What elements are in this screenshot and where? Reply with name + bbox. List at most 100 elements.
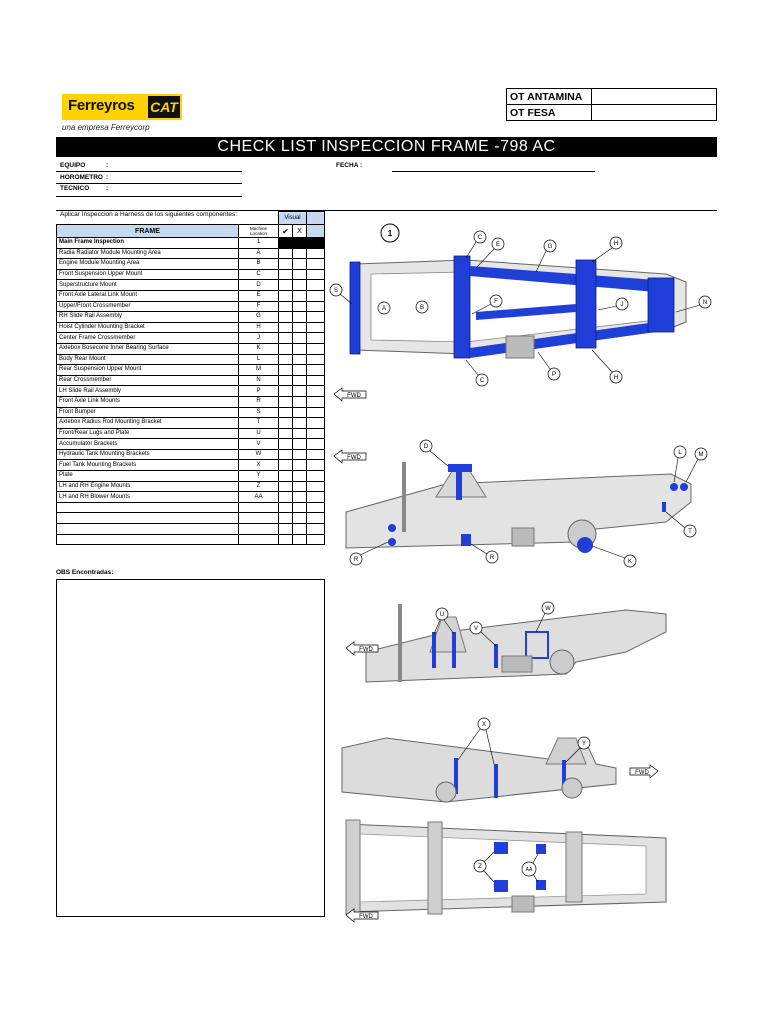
fail-checkbox[interactable] [291,247,308,260]
fail-checkbox[interactable] [291,279,308,291]
svg-text:P: P [552,372,556,378]
ok-checkbox[interactable] [278,491,293,503]
fail-checkbox[interactable] [291,448,308,461]
ok-checkbox[interactable] [278,523,293,535]
extra-cell [306,406,326,419]
fail-checkbox[interactable] [291,470,308,482]
fail-checkbox[interactable] [291,459,308,472]
fail-checkbox[interactable] [291,491,308,503]
ok-checkbox[interactable] [278,247,293,260]
ok-checkbox[interactable] [278,448,293,461]
fail-checkbox[interactable] [291,512,308,525]
fail-checkbox[interactable] [291,533,308,546]
ok-checkbox[interactable] [278,353,293,366]
svg-text:U: U [440,612,444,618]
tecnico-field[interactable] [56,196,242,197]
component-name: LH and RH Blower Mounts [56,491,239,503]
equipo-field[interactable] [56,171,242,172]
view5-callouts: Z AA [473,851,539,883]
machine-location [238,533,279,546]
fail-checkbox[interactable] [291,237,308,249]
svg-text:FWD: FWD [359,647,373,653]
fail-checkbox[interactable] [291,300,308,313]
machine-location: E [238,289,279,302]
ok-checkbox[interactable] [278,342,293,355]
equipo-label: EQUIPO [60,162,86,169]
ok-checkbox[interactable] [278,321,293,334]
ok-checkbox[interactable] [278,406,293,419]
view4-callouts: X Y [457,717,591,765]
ok-checkbox[interactable] [278,300,293,313]
fail-checkbox[interactable] [291,385,308,397]
machine-location: A [238,247,279,260]
fail-checkbox[interactable] [291,438,308,450]
ok-checkbox[interactable] [278,459,293,472]
svg-text:FWD: FWD [347,455,361,461]
fail-checkbox[interactable] [291,523,308,535]
ok-checkbox[interactable] [278,332,293,344]
ok-checkbox[interactable] [278,364,293,376]
fail-checkbox[interactable] [291,268,308,281]
fail-checkbox[interactable] [291,417,308,429]
callout-w: W [535,601,555,633]
fail-checkbox[interactable] [291,427,308,440]
ot-value-field[interactable] [591,88,717,105]
fwd-arrow: FWD [345,641,379,656]
component-name: LH Slide Rail Assembly [56,385,239,397]
ok-checkbox[interactable] [278,237,293,249]
ok-checkbox[interactable] [278,512,293,525]
ot-value-field[interactable] [591,104,717,121]
fecha-label: FECHA : [336,162,363,169]
fail-checkbox[interactable] [291,395,308,408]
ok-checkbox[interactable] [278,279,293,291]
ot-row: OT ANTAMINA [506,88,717,105]
fail-checkbox[interactable] [291,342,308,355]
extra-cell [306,237,326,249]
fail-checkbox[interactable] [291,501,308,514]
fail-checkbox[interactable] [291,353,308,366]
extra-cell [306,247,326,260]
fail-checkbox[interactable] [291,311,308,323]
callout-f: F [471,294,503,315]
fail-checkbox[interactable] [291,406,308,419]
fail-checkbox[interactable] [291,289,308,302]
ok-checkbox[interactable] [278,533,293,546]
checklist-row [56,533,326,546]
ok-checkbox[interactable] [278,385,293,397]
observations-textbox[interactable] [56,579,325,917]
ok-checkbox[interactable] [278,417,293,429]
ok-checkbox[interactable] [278,289,293,302]
ok-checkbox[interactable] [278,438,293,450]
fail-checkbox[interactable] [291,321,308,334]
component-name: Center Frame Crossmember [56,332,239,344]
ok-checkbox[interactable] [278,258,293,270]
view5-diagram [345,819,667,915]
ok-checkbox[interactable] [278,470,293,482]
fail-checkbox[interactable] [291,480,308,493]
callout-n: N [675,295,712,313]
ok-checkbox[interactable] [278,480,293,493]
component-name: Axlebox Bosecone Inner Bearing Surface [56,342,239,355]
svg-text:AA: AA [526,867,533,873]
fail-checkbox[interactable] [291,332,308,344]
horometro-field[interactable] [56,183,242,184]
callout-z: Z [473,851,495,883]
fecha-field[interactable] [392,171,595,172]
fail-checkbox[interactable] [291,374,308,387]
extra-cell [306,311,326,323]
fail-checkbox[interactable] [291,364,308,376]
ok-checkbox[interactable] [278,501,293,514]
ok-checkbox[interactable] [278,427,293,440]
extra-cell [306,459,326,472]
svg-text:F: F [494,299,498,305]
ok-checkbox[interactable] [278,311,293,323]
fail-checkbox[interactable] [291,258,308,270]
ok-checkbox[interactable] [278,268,293,281]
ok-checkbox[interactable] [278,395,293,408]
ok-checkbox[interactable] [278,374,293,387]
